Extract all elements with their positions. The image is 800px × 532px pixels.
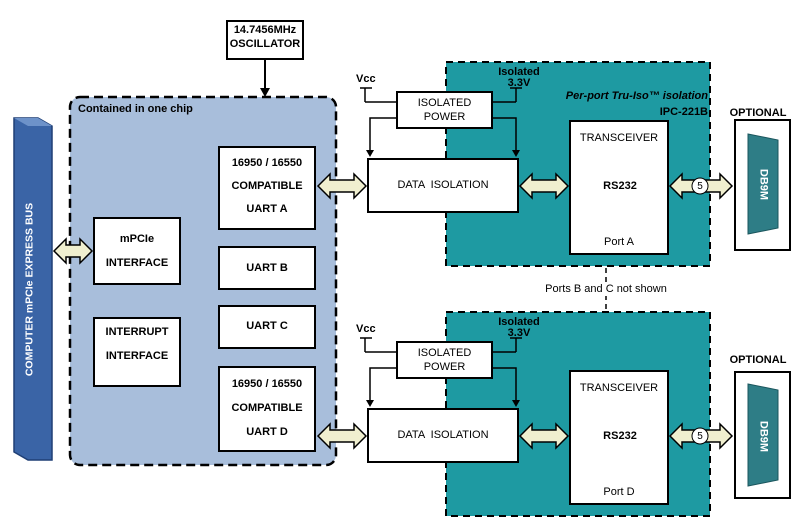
rs232-label-d: RS232: [603, 430, 637, 442]
mpcie-interface-box: [93, 217, 181, 285]
uart-a-line1: 16950 / 16550: [231, 157, 303, 169]
power-wiring-top: [360, 87, 522, 152]
isolated-label-d: Isolated: [498, 316, 540, 328]
uart-b-box: [218, 246, 316, 290]
port-d-label: Port D: [603, 486, 635, 498]
db9-connector-a: [734, 119, 791, 251]
voltage-label-d: 3.3V: [507, 327, 531, 339]
isolated-power-d-line1: ISOLATED: [417, 347, 472, 359]
oscillator-frequency: 14.7456MHz: [233, 24, 297, 36]
uart-d-box: [218, 366, 316, 452]
arrow-bus-mpcie: [52, 237, 94, 265]
db9m-label-a: DB9M: [757, 168, 770, 201]
data-isolation-label-d: DATA ISOLATION: [397, 429, 489, 441]
data-isolation-box-d: [367, 408, 519, 463]
arrow-isolation-transceiver-d: [518, 422, 570, 450]
db9-connector-d: [734, 371, 791, 499]
optional-label-a: OPTIONAL: [729, 107, 787, 119]
transceiver-label-a: TRANSCEIVER: [579, 132, 659, 144]
isolated-power-box-d: [396, 341, 493, 379]
chip-label: Contained in one chip: [78, 103, 193, 115]
arrow-uart-d-isolation: [316, 422, 368, 450]
vcc-label-d: Vcc: [356, 323, 376, 335]
uart-a-line3: UART A: [246, 203, 288, 215]
isolated-label-a: Isolated: [498, 66, 540, 78]
transceiver-label-d: TRANSCEIVER: [579, 382, 659, 394]
port-a-label: Port A: [604, 236, 634, 248]
interrupt-label: INTERRUPT: [105, 326, 169, 338]
data-isolation-label-a: DATA ISOLATION: [397, 179, 489, 191]
arrow-isolation-transceiver-a: [518, 172, 570, 200]
uart-d-line1: 16950 / 16550: [231, 378, 303, 390]
oscillator-box: [226, 20, 304, 60]
uart-b-label: UART B: [246, 262, 288, 274]
uart-a-box: [218, 146, 316, 230]
isolated-power-a-line2: POWER: [423, 111, 466, 123]
isolated-power-a-line1: ISOLATED: [417, 97, 472, 109]
vcc-label-a: Vcc: [356, 73, 376, 85]
transceiver-box-d: [569, 370, 669, 505]
isolated-power-box-a: [396, 91, 493, 129]
mpcie-interface-label: INTERFACE: [105, 257, 169, 269]
ports-not-shown-note: Ports B and C not shown: [540, 283, 672, 296]
interrupt-interface-label: INTERFACE: [105, 350, 169, 362]
uart-a-line2: COMPATIBLE: [231, 180, 303, 192]
uart-c-label: UART C: [246, 320, 288, 332]
data-isolation-box-a: [367, 158, 519, 213]
bus-label: COMPUTER mPCIe EXPRESS BUS: [23, 202, 36, 377]
wire-count-circle-d: [691, 427, 709, 445]
isolated-power-d-line2: POWER: [423, 361, 466, 373]
interrupt-interface-box: [93, 317, 181, 387]
uart-c-box: [218, 305, 316, 349]
transceiver-box-a: [569, 120, 669, 255]
wire-count-d: 5: [697, 431, 703, 442]
wire-count-circle-a: [691, 177, 709, 195]
arrow-uart-a-isolation: [316, 172, 368, 200]
isolation-title: Per-port Tru-Iso™ isolation: [565, 90, 708, 102]
uart-d-line2: COMPATIBLE: [231, 402, 303, 414]
oscillator-label: OSCILLATOR: [229, 38, 301, 50]
oscillator-arrow: [260, 60, 270, 97]
db9m-label-d: DB9M: [757, 420, 770, 453]
computer-bus-bar: [13, 117, 53, 461]
power-wiring-bottom: [360, 337, 522, 402]
voltage-label-a: 3.3V: [507, 77, 531, 89]
rs232-label-a: RS232: [603, 180, 637, 192]
isolation-product: IPC-221B: [659, 106, 708, 118]
wire-count-a: 5: [697, 181, 703, 192]
uart-d-line3: UART D: [246, 426, 288, 438]
optional-label-d: OPTIONAL: [729, 354, 787, 366]
mpcie-label: mPCIe: [119, 233, 155, 245]
